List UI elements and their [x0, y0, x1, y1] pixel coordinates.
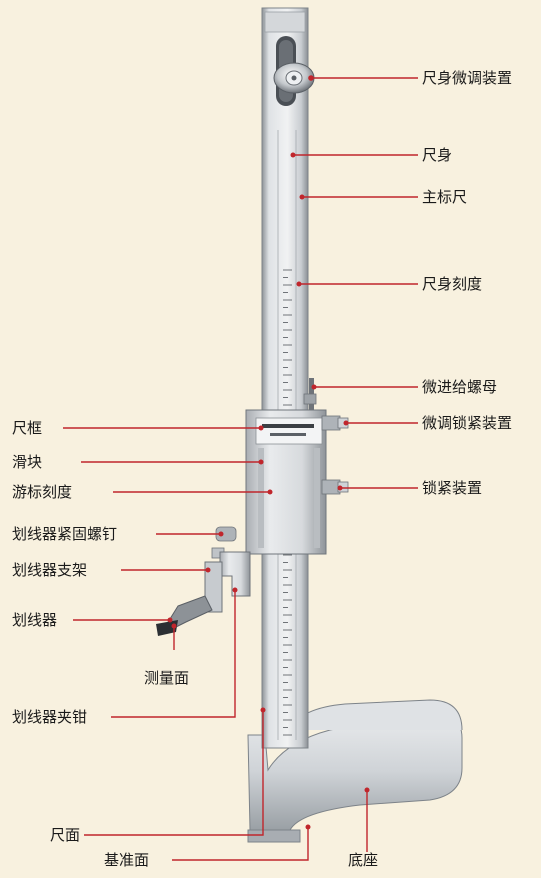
- leader-lines: [63, 77, 418, 861]
- label-measuring-face: 测量面: [144, 669, 190, 687]
- label-lock-device: 锁紧装置: [422, 479, 483, 497]
- label-reference-face: 基准面: [104, 851, 150, 869]
- label-ruler-body: 尺身: [422, 146, 453, 164]
- label-scriber-bracket: 划线器支架: [12, 561, 88, 579]
- label-fine-adjust-device: 尺身微调装置: [422, 69, 513, 87]
- leader-dots: [167, 75, 370, 830]
- label-scriber-clamp-screw: 划线器紧固螺钉: [12, 525, 118, 543]
- label-body-graduation: 尺身刻度: [422, 275, 483, 293]
- leader-reference-face: [172, 827, 309, 861]
- label-fine-feed-nut: 微进给螺母: [422, 378, 498, 396]
- leader-scriber-clamp: [111, 590, 236, 718]
- label-scriber: 划线器: [12, 611, 58, 629]
- label-fine-adjust-lock: 微调锁紧装置: [422, 414, 513, 432]
- label-slider: 滑块: [12, 453, 43, 471]
- fine-feed-nut-shape: [303, 378, 317, 414]
- fine-adjust-assembly: [273, 36, 315, 106]
- leader-ruler-face: [84, 710, 264, 836]
- label-vernier-graduation: 游标刻度: [12, 483, 73, 501]
- ruler-body-shape: [261, 7, 309, 749]
- scriber-assembly-shape: [156, 526, 251, 636]
- label-base: 底座: [348, 851, 379, 869]
- slider-frame-shape: [245, 409, 349, 555]
- label-main-scale: 主标尺: [422, 188, 468, 206]
- label-scriber-clamp: 划线器夹钳: [12, 708, 88, 726]
- label-ruler-face: 尺面: [50, 826, 81, 844]
- label-ruler-frame: 尺框: [12, 419, 43, 437]
